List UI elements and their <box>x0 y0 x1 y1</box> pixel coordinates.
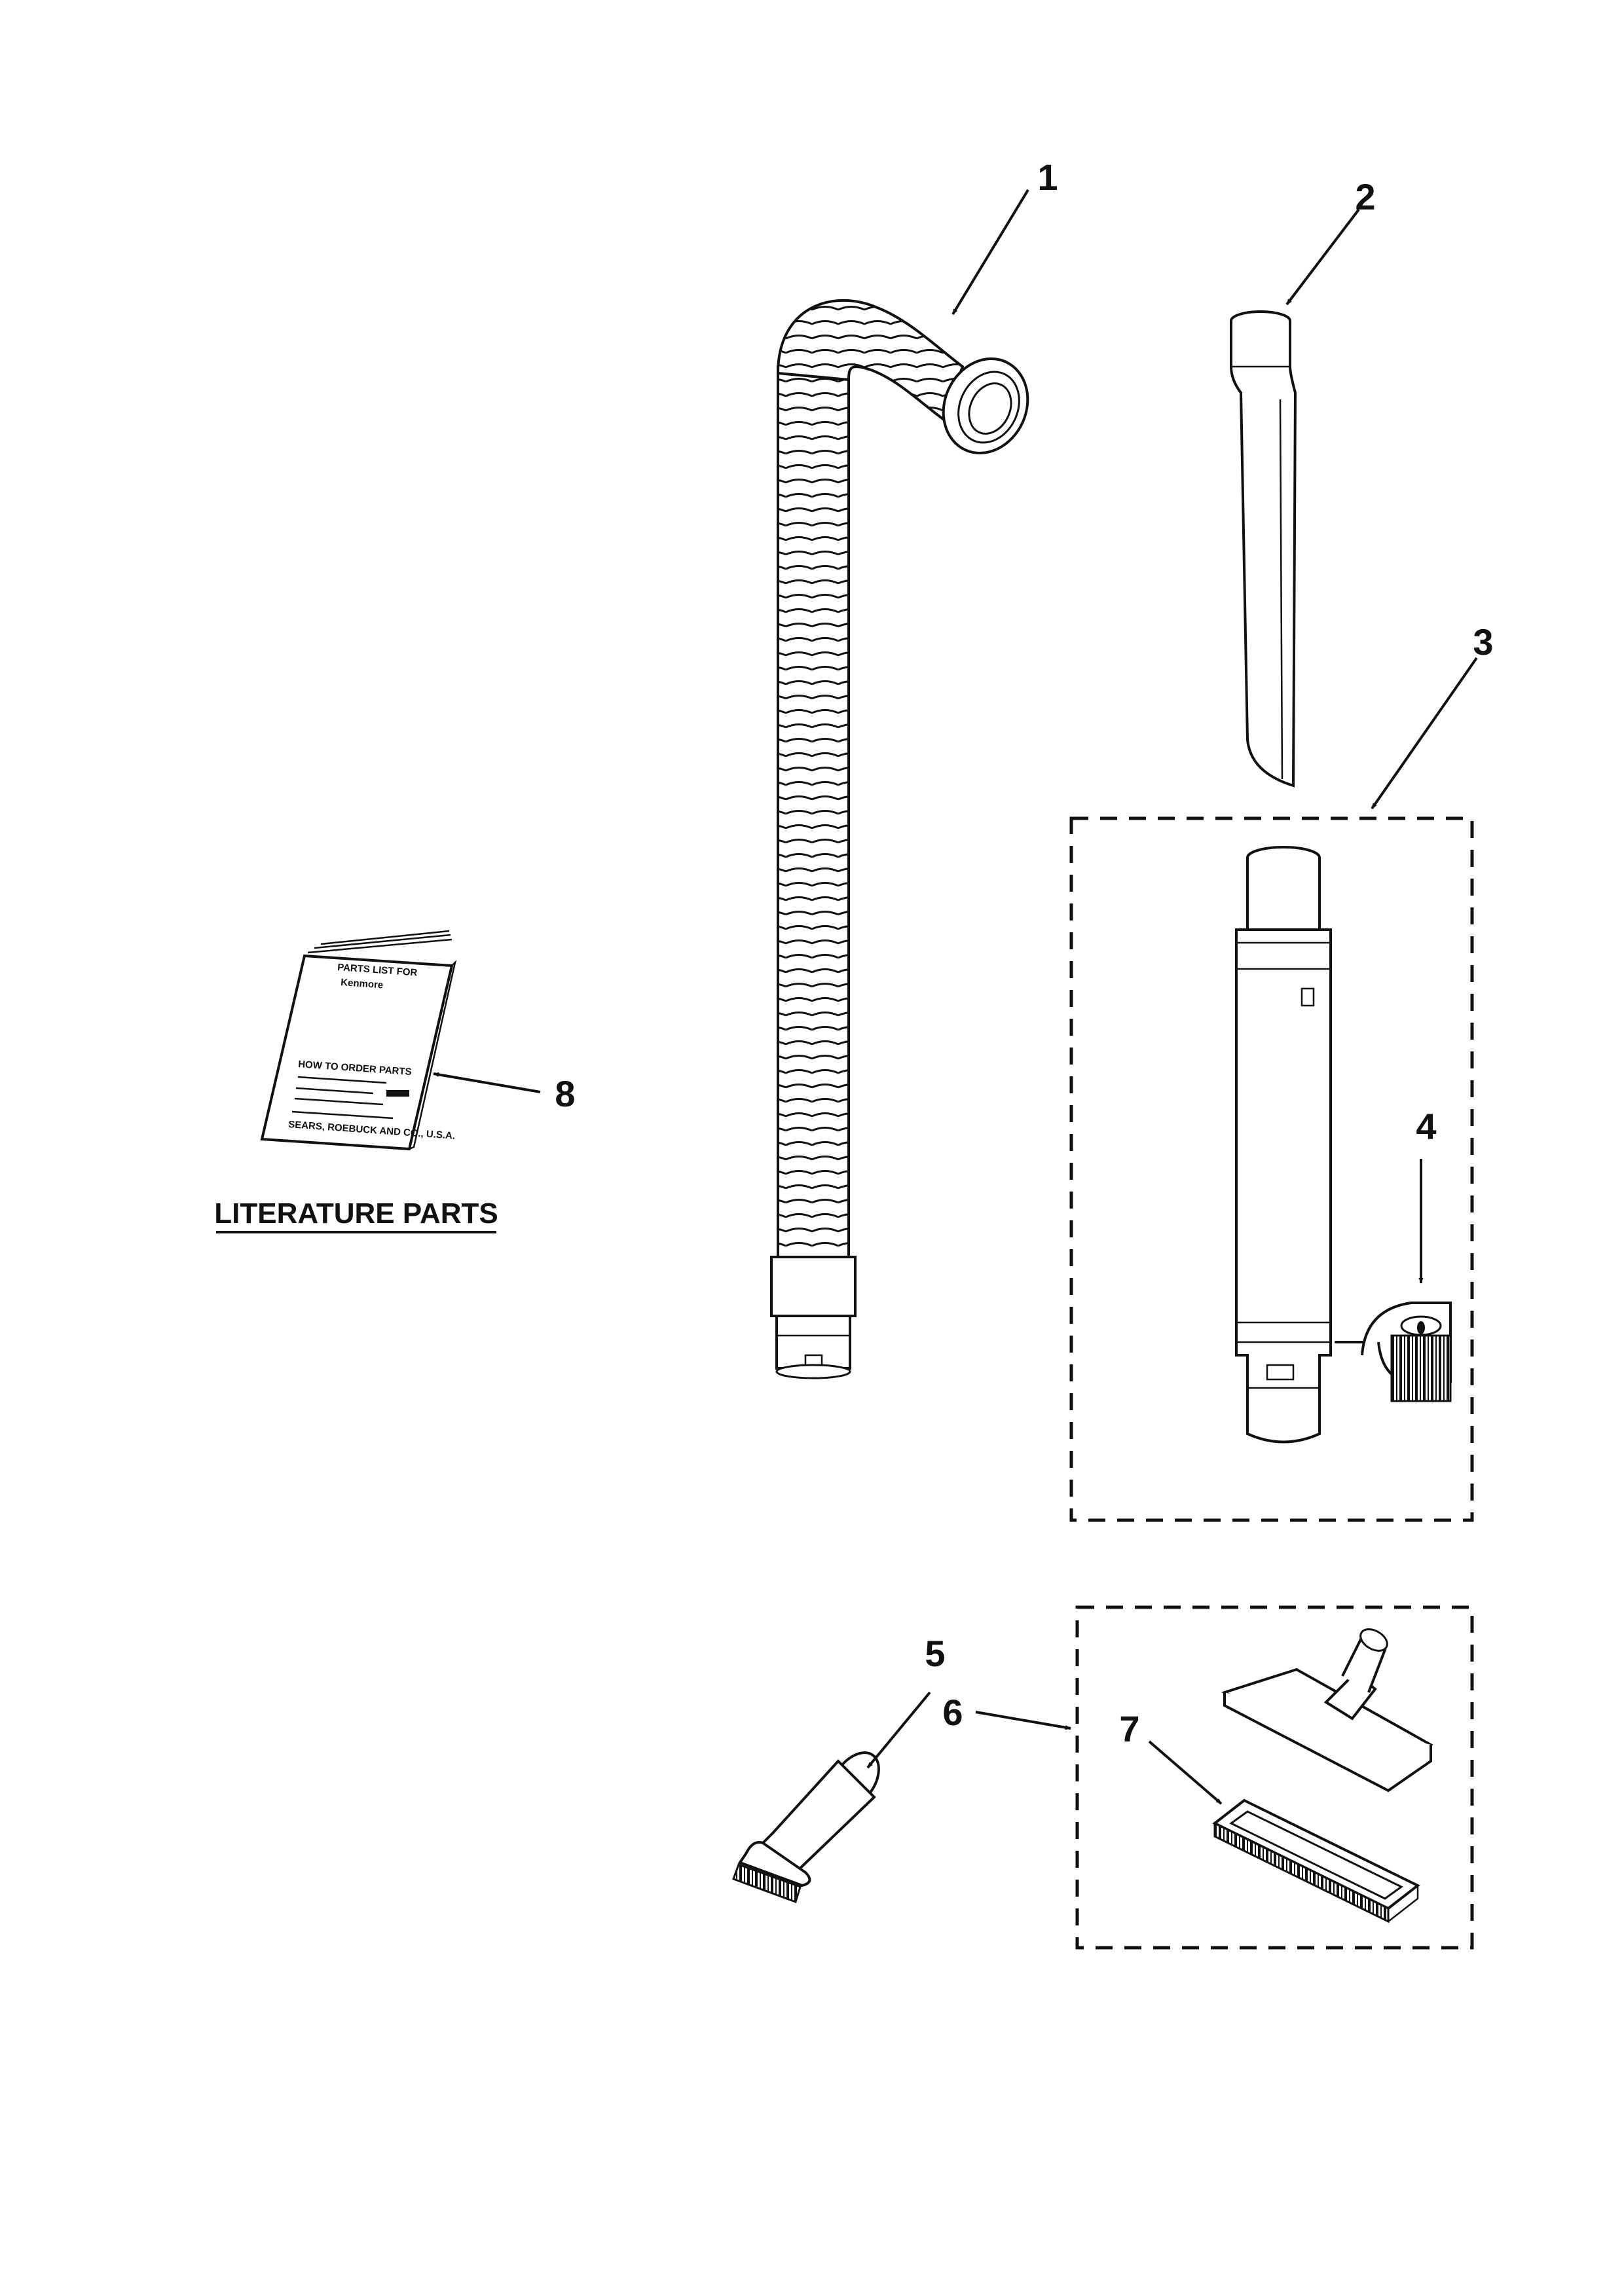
accessory-set-box <box>1075 1605 1474 1950</box>
wand-assembly-box <box>1069 816 1474 1522</box>
crevice-tool-part <box>1230 310 1297 788</box>
literature-parts-caption: LITERATURE PARTS <box>214 1197 498 1230</box>
wand-clip-part <box>1335 1302 1452 1402</box>
callout-5: 5 <box>925 1633 945 1674</box>
bristle-pad-part <box>1212 1798 1420 1923</box>
hose-connector-bottom <box>770 1256 857 1379</box>
booklet-line-2: Kenmore <box>341 977 384 991</box>
callout-1: 1 <box>1037 156 1058 198</box>
floor-tool-part <box>1221 1628 1433 1793</box>
callout-6: 6 <box>942 1692 963 1733</box>
booklet-fine-print <box>291 1076 409 1120</box>
extension-wand-part <box>1235 846 1332 1444</box>
callout-2: 2 <box>1355 176 1375 217</box>
callout-4: 4 <box>1416 1106 1436 1147</box>
callout-3: 3 <box>1473 621 1493 663</box>
callout-8: 8 <box>555 1073 575 1114</box>
literature-booklet-part: PARTS LIST FOR Kenmore HOW TO ORDER PART… <box>260 930 457 1151</box>
hose-part <box>770 299 1029 1379</box>
hose-cuff-top <box>942 357 1029 455</box>
callout-7: 7 <box>1119 1708 1139 1749</box>
dusting-brush-part <box>732 1751 880 1903</box>
